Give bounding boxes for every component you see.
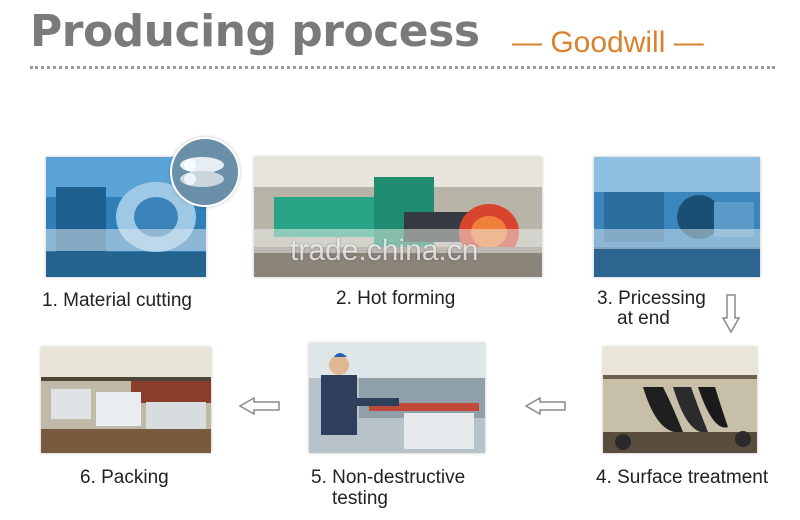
step-6-caption: 6. Packing xyxy=(80,467,169,488)
page-title: Producing process xyxy=(30,6,480,57)
step-4-caption: 4. Surface treatment xyxy=(596,467,769,488)
photo-surface-treatment xyxy=(603,347,757,453)
photo-pipe-inset xyxy=(170,137,240,207)
watermark: trade.china.cn xyxy=(290,234,479,267)
step-5-caption-line1: 5. Non-destructive xyxy=(311,467,466,488)
step-1-caption: 1. Material cutting xyxy=(42,290,192,311)
brand-name: — Goodwill — xyxy=(512,26,704,59)
photo-hot-forming xyxy=(254,157,542,277)
arrow-left-icon xyxy=(524,397,566,415)
step-5-caption-line2: testing xyxy=(332,488,388,509)
step-3-caption-line1: 3. Pricessing xyxy=(597,288,706,309)
photo-processing-end xyxy=(594,157,760,277)
header-divider xyxy=(30,66,775,69)
arrow-left-icon xyxy=(238,397,280,415)
arrow-down-icon xyxy=(722,294,740,334)
photo-packing xyxy=(41,347,211,453)
step-2-caption: 2. Hot forming xyxy=(336,288,456,309)
step-3-caption-line2: at end xyxy=(617,308,670,329)
photo-non-destructive-testing xyxy=(309,343,485,453)
